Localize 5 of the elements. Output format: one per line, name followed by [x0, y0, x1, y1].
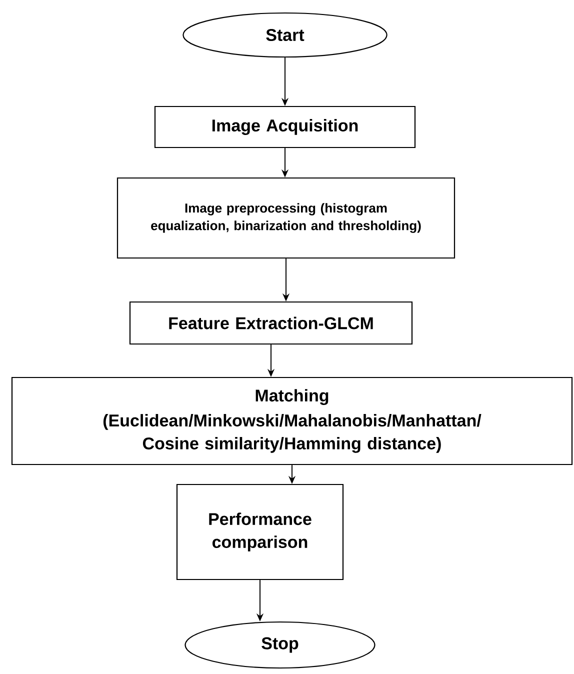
process-box: Matching (Euclidean/Minkowski/Mahalanobis/Manhattan/ Cosine similarity/Hamming distance)	[11, 376, 573, 466]
process-box: Performance comparison	[176, 484, 344, 580]
process-box: Image preprocessing (histogram equalization, binarization and thresholding)	[116, 177, 456, 259]
process-box: Image Acquisition	[154, 106, 416, 148]
process-box: Feature Extraction-GLCM	[129, 301, 413, 345]
